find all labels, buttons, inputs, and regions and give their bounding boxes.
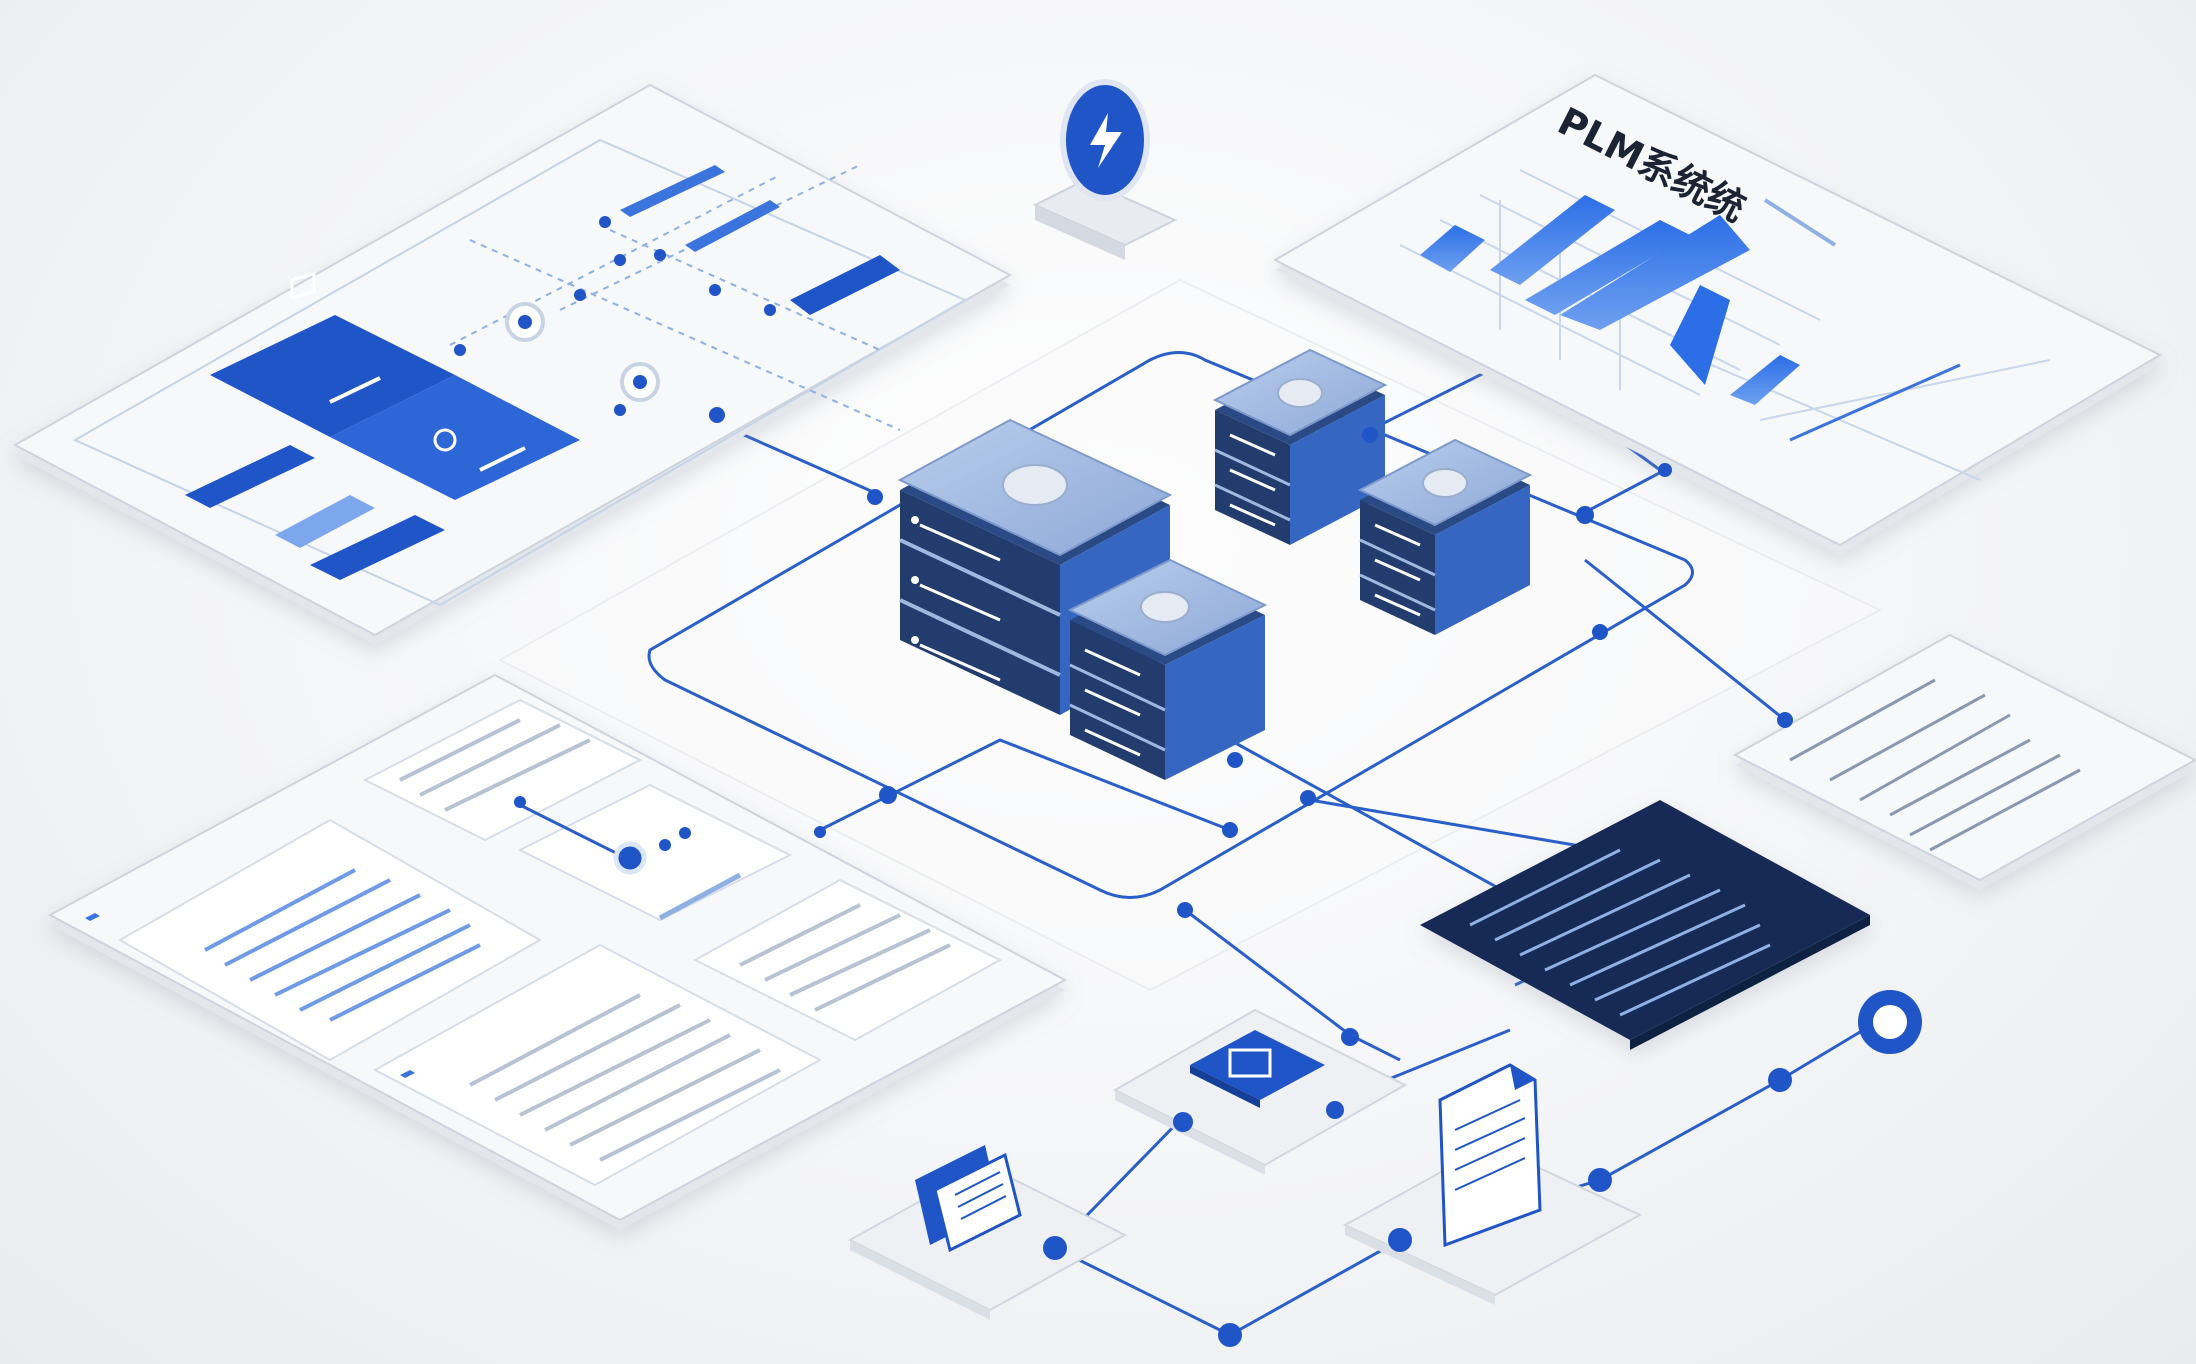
dashboard-button-2[interactable] bbox=[275, 495, 375, 548]
chart-bar-6 bbox=[1730, 355, 1800, 405]
document-icon-tile[interactable] bbox=[1342, 1063, 1643, 1305]
server-icon[interactable] bbox=[1067, 558, 1268, 780]
folder-icon-tile[interactable] bbox=[847, 1145, 1128, 1320]
list-panel bbox=[47, 673, 1068, 1230]
dashboard-panel bbox=[12, 83, 1013, 645]
dashboard-content bbox=[185, 164, 901, 580]
bottom-tiles bbox=[847, 1008, 1643, 1320]
server-icon[interactable] bbox=[1357, 438, 1533, 635]
terminal-icon bbox=[1469, 848, 1771, 1017]
server-cluster bbox=[897, 348, 1533, 780]
chart-bar-5 bbox=[1670, 285, 1730, 385]
chart-bar-3 bbox=[1525, 220, 1690, 315]
tile-home-icon bbox=[290, 271, 316, 300]
document-panel-right bbox=[1732, 633, 2196, 890]
lightning-badge bbox=[1032, 79, 1178, 260]
chart-bar-1 bbox=[1420, 225, 1485, 272]
dashboard-tile-primary[interactable] bbox=[210, 315, 455, 437]
list-slider-track[interactable] bbox=[519, 803, 631, 862]
dashboard-icon bbox=[1228, 1048, 1272, 1078]
list-slider-handle[interactable] bbox=[613, 841, 647, 875]
lightning-icon bbox=[1090, 113, 1122, 168]
server-icon[interactable] bbox=[1212, 348, 1388, 545]
dashboard-button-1[interactable] bbox=[185, 445, 315, 508]
folder-icon bbox=[915, 1145, 1022, 1253]
document-icon bbox=[1438, 1063, 1542, 1248]
dashboard-button-4[interactable] bbox=[790, 255, 900, 315]
network-nodes bbox=[709, 407, 1793, 1347]
dashboard-button-3[interactable] bbox=[310, 515, 445, 580]
chart-bar-2 bbox=[1490, 195, 1615, 285]
hub-ring-node[interactable] bbox=[1858, 990, 1922, 1054]
list-content bbox=[85, 698, 1003, 1187]
chart-trend-line bbox=[1789, 363, 1961, 442]
tile-cloud-icon bbox=[433, 428, 457, 452]
chart-bar-4 bbox=[1560, 215, 1750, 330]
dashboard-icon-tile[interactable] bbox=[1112, 1008, 1408, 1175]
terminal-panel bbox=[1420, 800, 1870, 1050]
